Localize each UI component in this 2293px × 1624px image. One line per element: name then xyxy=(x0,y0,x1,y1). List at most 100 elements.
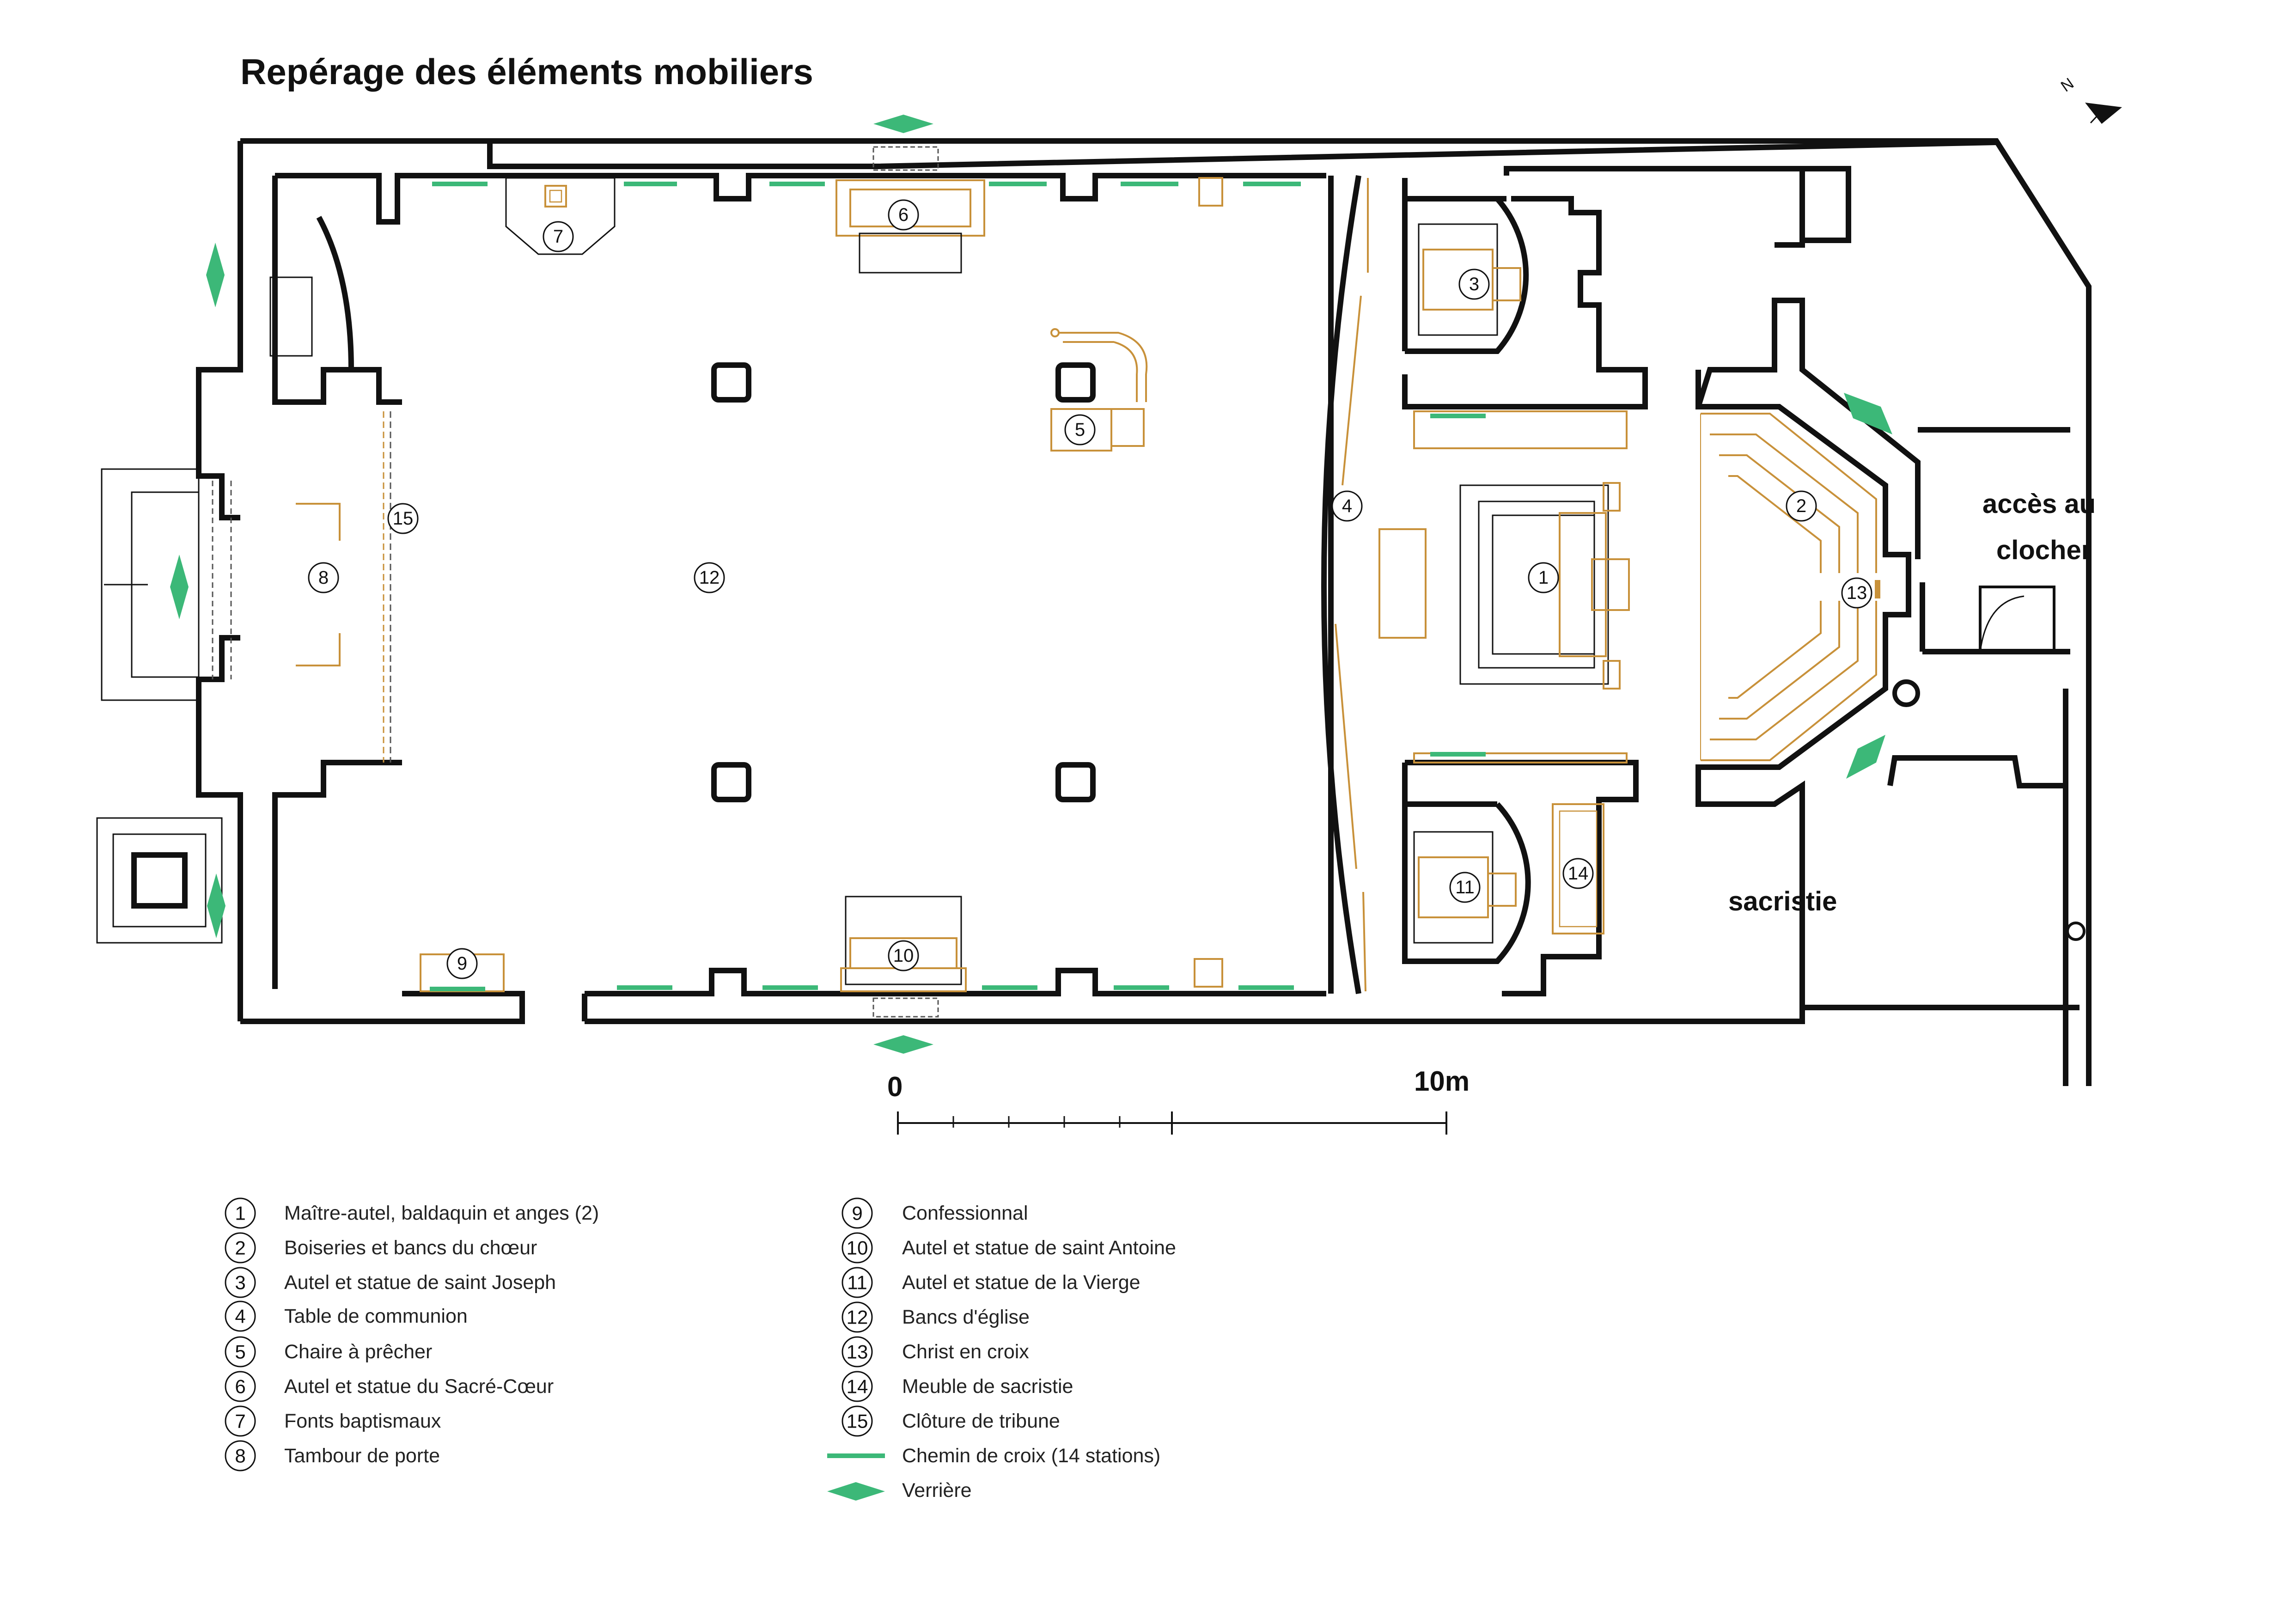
svg-text:14: 14 xyxy=(847,1376,868,1398)
svg-text:9: 9 xyxy=(457,953,467,974)
svg-text:Chaire à prêcher: Chaire à prêcher xyxy=(284,1341,432,1363)
main-altar xyxy=(1459,482,1630,690)
svg-text:Bancs d'église: Bancs d'église xyxy=(902,1306,1030,1328)
choir-rail-bottom xyxy=(1413,752,1628,763)
nave-walls xyxy=(196,138,2092,1024)
legend-item: 5 Chaire à prêcher xyxy=(225,1336,432,1368)
legend-item: 7 Fonts baptismaux xyxy=(225,1405,441,1437)
plan-marker-1: 1 xyxy=(1528,562,1559,593)
choir-rail-top xyxy=(1413,410,1628,449)
plan-marker-9: 9 xyxy=(446,948,478,979)
svg-text:Table de communion: Table de communion xyxy=(284,1305,468,1327)
scale-end-label: 10m xyxy=(1414,1066,1470,1097)
plan-marker-7: 7 xyxy=(543,221,574,252)
verriere-markers xyxy=(170,115,1892,1054)
svg-text:Autel et statue de la Vierge: Autel et statue de la Vierge xyxy=(902,1271,1140,1294)
svg-text:7: 7 xyxy=(553,226,563,247)
svg-text:Autel et statue de saint Antoi: Autel et statue de saint Antoine xyxy=(902,1237,1176,1259)
plan-marker-13: 13 xyxy=(1841,577,1872,609)
north-arrow-icon: N xyxy=(2058,74,2122,124)
legend-item: 3 Autel et statue de saint Joseph xyxy=(225,1267,556,1298)
svg-text:1: 1 xyxy=(235,1203,245,1224)
svg-text:2: 2 xyxy=(1796,496,1806,516)
plan-marker-4: 4 xyxy=(1331,490,1363,522)
plan-marker-12: 12 xyxy=(694,562,725,593)
saint-joseph-altar xyxy=(1418,223,1521,336)
legend-item: 13 Christ en croix xyxy=(842,1336,1029,1368)
communion-rail xyxy=(1335,178,1427,992)
baptismal-font xyxy=(505,177,616,255)
legend-item: 10 Autel et statue de saint Antoine xyxy=(842,1232,1176,1264)
plan-marker-3: 3 xyxy=(1458,269,1490,300)
plan-marker-10: 10 xyxy=(888,940,919,971)
svg-text:12: 12 xyxy=(699,568,720,588)
svg-text:Chemin de croix (14 stations): Chemin de croix (14 stations) xyxy=(902,1445,1160,1467)
svg-text:5: 5 xyxy=(1075,420,1085,440)
stations-of-the-cross xyxy=(430,182,1486,991)
svg-text:Fonts baptismaux: Fonts baptismaux xyxy=(284,1410,441,1432)
svg-text:Tambour de porte: Tambour de porte xyxy=(284,1445,440,1467)
svg-text:11: 11 xyxy=(847,1272,867,1294)
svg-text:3: 3 xyxy=(1469,274,1479,294)
legend-item: 11 Autel et statue de la Vierge xyxy=(842,1267,1140,1298)
svg-text:Boiseries et bancs du chœur: Boiseries et bancs du chœur xyxy=(284,1237,537,1259)
svg-text:Meuble de sacristie: Meuble de sacristie xyxy=(902,1375,1073,1398)
svg-text:14: 14 xyxy=(1568,863,1589,884)
choir-walls xyxy=(1402,166,2092,1086)
svg-text:1: 1 xyxy=(1538,568,1549,588)
bell-tower-access-label: accès au xyxy=(1982,489,2096,519)
wall-plinth xyxy=(1194,958,1223,988)
svg-text:6: 6 xyxy=(898,205,909,225)
svg-text:12: 12 xyxy=(847,1307,868,1328)
svg-text:Clôture de tribune: Clôture de tribune xyxy=(902,1410,1060,1432)
svg-text:Autel et statue du Sacré-Cœur: Autel et statue du Sacré-Cœur xyxy=(284,1375,554,1398)
choir-stalls xyxy=(1700,413,1880,761)
plan-marker-15: 15 xyxy=(387,503,419,534)
svg-text:15: 15 xyxy=(847,1410,868,1432)
sacristy-label: sacristie xyxy=(1728,886,1837,916)
page-title: Repérage des éléments mobiliers xyxy=(240,51,813,92)
pulpit xyxy=(1050,328,1148,452)
svg-text:2: 2 xyxy=(235,1237,245,1259)
svg-text:N: N xyxy=(2058,74,2077,95)
scale-bar: 0 10m xyxy=(887,1066,1470,1135)
legend-item: 14 Meuble de sacristie xyxy=(842,1371,1073,1402)
svg-text:8: 8 xyxy=(318,568,329,588)
plan-marker-5: 5 xyxy=(1064,414,1096,446)
svg-text:10: 10 xyxy=(847,1237,868,1259)
plan-marker-6: 6 xyxy=(888,199,919,231)
legend-item: 4 Table de communion xyxy=(225,1300,468,1332)
svg-text:Christ en croix: Christ en croix xyxy=(902,1341,1029,1363)
svg-text:10: 10 xyxy=(893,946,914,966)
tambour-area xyxy=(101,216,391,763)
virgin-altar xyxy=(1413,831,1517,944)
plan-marker-11: 11 xyxy=(1449,872,1481,903)
bell-tower-access-label-2: clocher xyxy=(1996,535,2092,565)
svg-text:11: 11 xyxy=(1455,877,1475,897)
svg-text:9: 9 xyxy=(852,1203,862,1224)
tower-base xyxy=(96,817,223,944)
legend-item: 15 Clôture de tribune xyxy=(842,1405,1060,1437)
svg-text:3: 3 xyxy=(235,1272,245,1294)
svg-text:Verrière: Verrière xyxy=(902,1479,972,1502)
svg-text:4: 4 xyxy=(1342,496,1352,516)
svg-text:5: 5 xyxy=(235,1341,245,1363)
bell-tower-stair xyxy=(1979,586,2055,653)
legend-item: 12 Bancs d'église xyxy=(842,1301,1030,1333)
nave-pillars xyxy=(711,362,1096,802)
svg-text:Autel et statue de saint Josep: Autel et statue de saint Joseph xyxy=(284,1271,556,1294)
legend-item-verriere: Verrière xyxy=(827,1479,972,1502)
svg-text:8: 8 xyxy=(235,1445,245,1467)
svg-text:13: 13 xyxy=(847,1341,868,1363)
svg-text:7: 7 xyxy=(235,1410,245,1432)
svg-text:4: 4 xyxy=(235,1306,245,1327)
svg-text:15: 15 xyxy=(393,508,414,529)
legend-item: 2 Boiseries et bancs du chœur xyxy=(225,1232,537,1264)
wall-plinth xyxy=(1198,177,1223,207)
